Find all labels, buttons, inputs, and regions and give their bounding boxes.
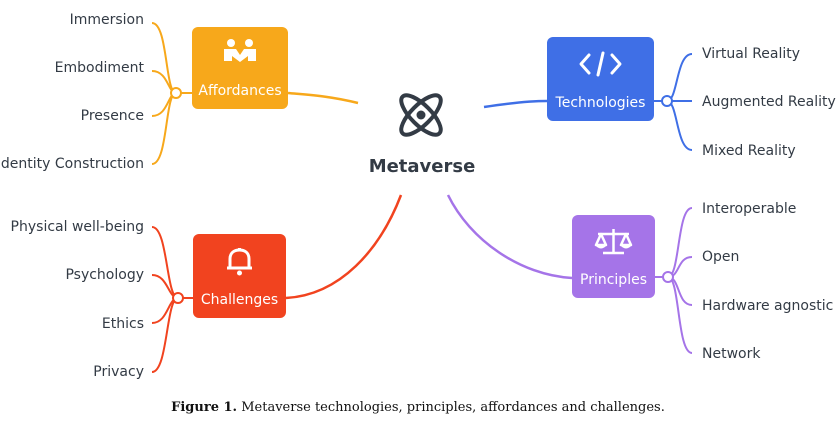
technologies-node: Technologies bbox=[547, 37, 654, 121]
challenges-leaf-psychology: Psychology bbox=[65, 267, 144, 283]
figure-caption-prefix: Figure 1. bbox=[171, 400, 238, 415]
affordances-label: Affordances bbox=[198, 83, 282, 99]
challenges-leaf-privacy: Privacy bbox=[93, 364, 144, 380]
bell-icon bbox=[227, 248, 252, 276]
technologies-leaf-augmented-reality: Augmented Reality bbox=[702, 94, 836, 110]
principles-label: Principles bbox=[580, 272, 647, 288]
affordances-leaf-identity-construction: Identity Construction bbox=[0, 156, 144, 172]
affordances-leaf-embodiment: Embodiment bbox=[54, 60, 144, 76]
connector-principles bbox=[446, 194, 573, 280]
technologies-leaf-mixed-reality: Mixed Reality bbox=[702, 143, 796, 159]
connector-affordances bbox=[287, 91, 359, 105]
principles-leaf-connectors bbox=[655, 207, 693, 354]
affordances-leaf-connectors bbox=[151, 22, 192, 165]
challenges-node: Challenges bbox=[193, 234, 286, 318]
connector-technologies bbox=[483, 99, 548, 109]
center-topic-label: Metaverse bbox=[368, 156, 476, 177]
challenges-leaf-connectors bbox=[151, 226, 193, 373]
atom-icon bbox=[399, 93, 443, 137]
technologies-leaf-connectors bbox=[654, 53, 693, 151]
affordances-node: Affordances bbox=[192, 27, 288, 109]
challenges-leaf-ethics: Ethics bbox=[101, 316, 144, 332]
principles-leaf-hardware-agnostic: Hardware agnostic bbox=[702, 298, 834, 314]
code-icon bbox=[579, 51, 622, 77]
challenges-label: Challenges bbox=[200, 292, 279, 308]
affordances-leaf-presence: Presence bbox=[80, 108, 144, 124]
figure-caption-text: Metaverse technologies, principles, affo… bbox=[237, 400, 665, 415]
technologies-label: Technologies bbox=[555, 95, 646, 111]
challenges-leaf-physical-well-being: Physical well-being bbox=[10, 219, 144, 235]
principles-leaf-interoperable: Interoperable bbox=[702, 201, 797, 217]
affordances-leaf-immersion: Immersion bbox=[69, 12, 144, 28]
balance-scale-icon bbox=[594, 229, 633, 255]
principles-leaf-open: Open bbox=[702, 249, 740, 265]
handshake-icon bbox=[224, 39, 256, 62]
technologies-leaf-virtual-reality: Virtual Reality bbox=[702, 46, 801, 62]
principles-leaf-network: Network bbox=[702, 346, 761, 362]
principles-node: Principles bbox=[572, 215, 655, 298]
figure-caption: Figure 1. Metaverse technologies, princi… bbox=[0, 400, 836, 415]
connector-challenges bbox=[285, 194, 403, 300]
